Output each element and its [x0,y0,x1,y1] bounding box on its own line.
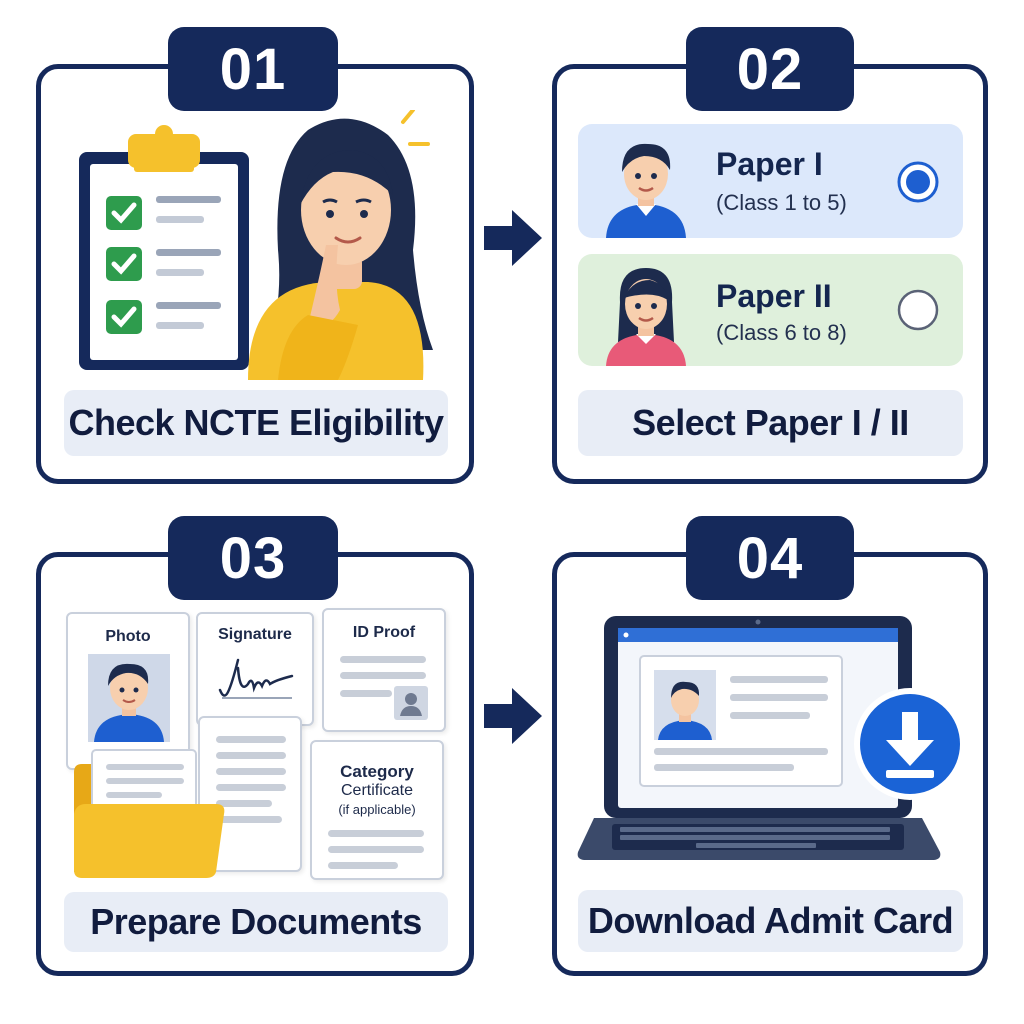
category-certificate-document: Category Certificate (if applicable) [310,740,444,880]
folder-icon [74,749,225,878]
id-proof-document-title: ID Proof [352,624,416,641]
paper-2-subtitle: (Class 6 to 8) [716,320,847,345]
paper-1-option[interactable]: Paper I (Class 1 to 5) [578,124,963,238]
signature-document: Signature [196,612,314,726]
photo-document-title: Photo [105,628,151,645]
certificate-title: Certificate [340,782,414,799]
girl-avatar-icon [606,268,686,366]
photo-avatar-icon [88,654,170,742]
paper-2-title: Paper II [716,278,832,314]
id-proof-document: ID Proof [322,608,446,732]
arrow-right-icon [484,688,542,744]
step-03-badge: 03 [168,516,338,600]
photo-document: Photo [66,612,190,770]
checklist-icon [79,125,249,370]
step-04-badge: 04 [686,516,854,600]
laptop-icon [577,616,941,860]
download-icon[interactable] [852,686,968,802]
paper-1-title: Paper I [716,146,823,182]
boy-avatar-icon [606,143,686,238]
step-01-label: Check NCTE Eligibility [64,390,448,456]
step-02-label: Select Paper I / II [578,390,963,456]
id-avatar-icon [394,686,428,720]
paper-2-option[interactable]: Paper II (Class 6 to 8) [578,254,963,366]
if-applicable-note: (if applicable) [338,802,416,817]
step-01-badge: 01 [168,27,338,111]
step-03-label: Prepare Documents [64,892,448,952]
signature-document-title: Signature [218,626,292,643]
radio-selected-icon[interactable] [896,160,940,204]
step-04-label: Download Admit Card [578,890,963,952]
arrow-right-icon [484,210,542,266]
thinking-woman-icon [248,110,433,380]
radio-unselected-icon[interactable] [896,288,940,332]
step-02-badge: 02 [686,27,854,111]
signature-icon [218,658,294,699]
paper-1-subtitle: (Class 1 to 5) [716,190,847,215]
category-title: Category [340,762,414,781]
